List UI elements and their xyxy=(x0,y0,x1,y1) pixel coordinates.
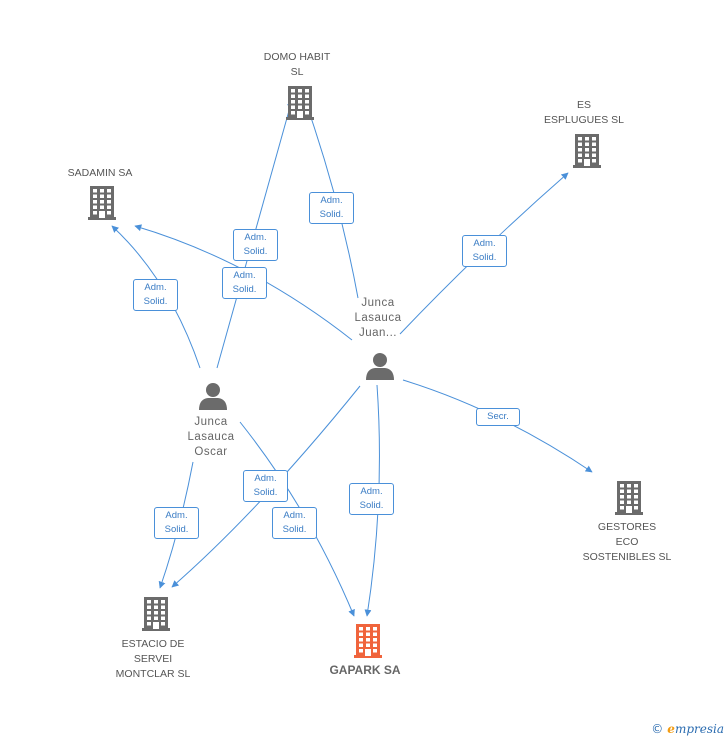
edge-label-juan-estacio[interactable]: Adm.Solid. xyxy=(243,470,288,502)
building-icon-sadamin[interactable] xyxy=(88,186,116,220)
edge-label-juan-es-esplugues[interactable]: Adm.Solid. xyxy=(462,235,507,267)
copyright-icon: © xyxy=(651,722,664,736)
node-label-juan[interactable]: Junca Lasauca Juan... xyxy=(354,297,402,339)
node-label-gapark[interactable]: GAPARK SA xyxy=(329,663,401,677)
edge-label-juan-domo-habit[interactable]: Adm.Solid. xyxy=(309,192,354,224)
node-label-sadamin[interactable]: SADAMIN SA xyxy=(67,167,133,179)
buildings xyxy=(88,86,643,658)
edge-label-juan-gapark[interactable]: Adm.Solid. xyxy=(349,483,394,515)
node-label-estacio[interactable]: ESTACIO DE SERVEI MONTCLAR SL xyxy=(115,638,191,680)
brand-name: mpresia xyxy=(674,722,724,736)
brand-initial: e xyxy=(667,722,675,736)
building-icon-es-esplugues[interactable] xyxy=(573,134,601,168)
edge-label-oscar-sadamin[interactable]: Adm.Solid. xyxy=(133,279,178,311)
building-icon-estacio[interactable] xyxy=(142,597,170,631)
person-icon-oscar[interactable] xyxy=(199,383,227,410)
edge-juan-gestores xyxy=(402,379,593,473)
node-label-gestores[interactable]: GESTORES ECO SOSTENIBLES SL xyxy=(582,521,672,563)
edge-label-oscar-gapark[interactable]: Adm.Solid. xyxy=(272,507,317,539)
node-label-oscar[interactable]: Junca Lasauca Oscar xyxy=(187,416,235,458)
building-icon-domo-habit[interactable] xyxy=(286,86,314,120)
footer-brand[interactable]: ©empresia xyxy=(651,722,724,736)
edge-label-oscar-domo-habit[interactable]: Adm.Solid. xyxy=(233,229,278,261)
node-label-es-esplugues[interactable]: ES ESPLUGUES SL xyxy=(544,99,624,126)
edge-label-juan-sadamin[interactable]: Adm.Solid. xyxy=(222,267,267,299)
building-icon-gestores[interactable] xyxy=(615,481,643,515)
edge-label-juan-gestores[interactable]: Secr. xyxy=(476,408,520,426)
building-icon-gapark[interactable] xyxy=(354,624,382,658)
edge-label-oscar-estacio[interactable]: Adm.Solid. xyxy=(154,507,199,539)
person-icon-juan[interactable] xyxy=(366,353,394,380)
node-label-domo-habit[interactable]: DOMO HABIT SL xyxy=(263,51,331,78)
